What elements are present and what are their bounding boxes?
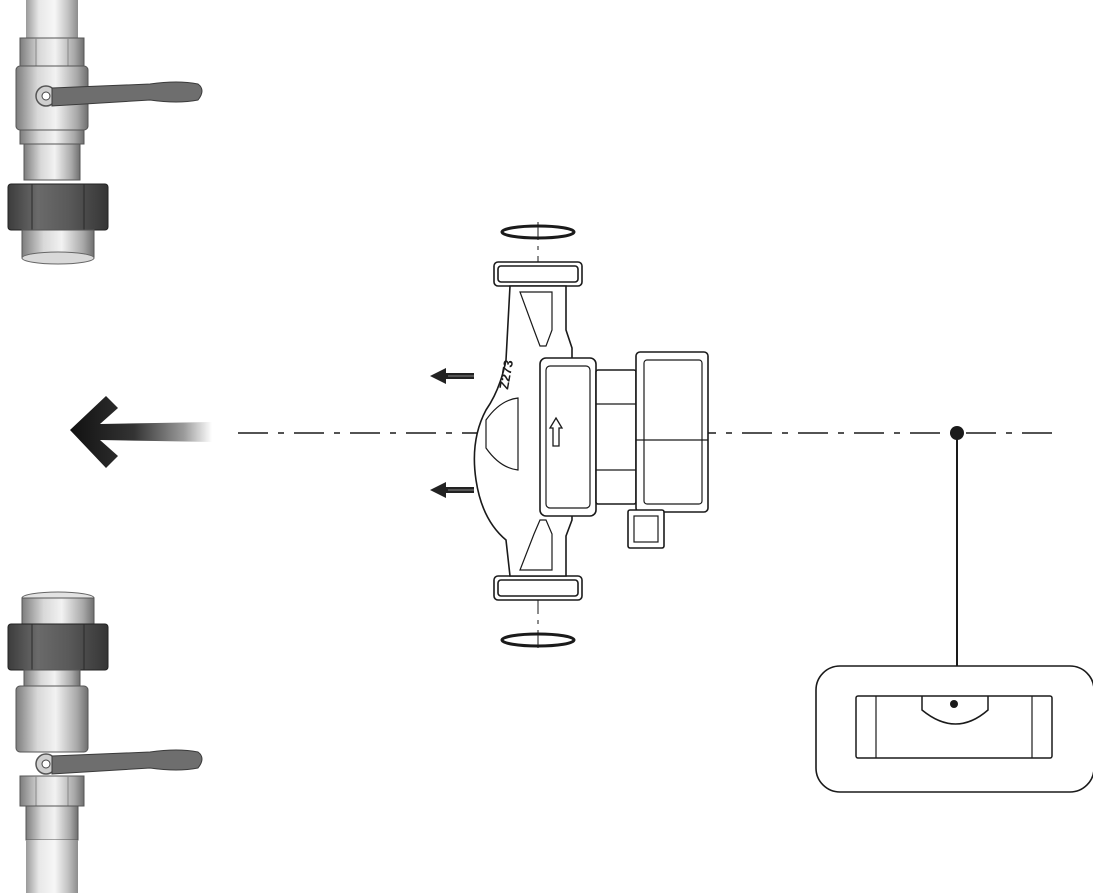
spirit-level-callout (815, 426, 1093, 793)
flow-arrow-lower-icon (430, 482, 474, 498)
top-valve-upper-nut (19, 37, 85, 67)
pump-motor-body (595, 369, 637, 505)
bottom-valve-body (15, 685, 89, 753)
bottom-union-nut (7, 623, 109, 671)
pump-terminal-box (635, 351, 709, 513)
top-valve-handle[interactable] (51, 81, 203, 107)
pump-motor-plate (539, 357, 597, 517)
top-valve-assembly (7, 0, 203, 265)
bottom-valve-handle[interactable] (51, 749, 203, 775)
top-pipe (26, 0, 78, 42)
pump-body-label: Z273 (496, 359, 516, 391)
up-arrow-icon (548, 416, 564, 447)
flow-arrow-upper-icon (430, 368, 474, 384)
bottom-valve-assembly (7, 591, 203, 893)
spirit-level-icon (855, 695, 1053, 759)
left-arrow-icon (70, 396, 212, 468)
bottom-pipe (26, 840, 78, 893)
pump-connector (627, 509, 665, 549)
circulation-pump: Z273 (473, 222, 709, 652)
top-union-nut (7, 183, 109, 231)
